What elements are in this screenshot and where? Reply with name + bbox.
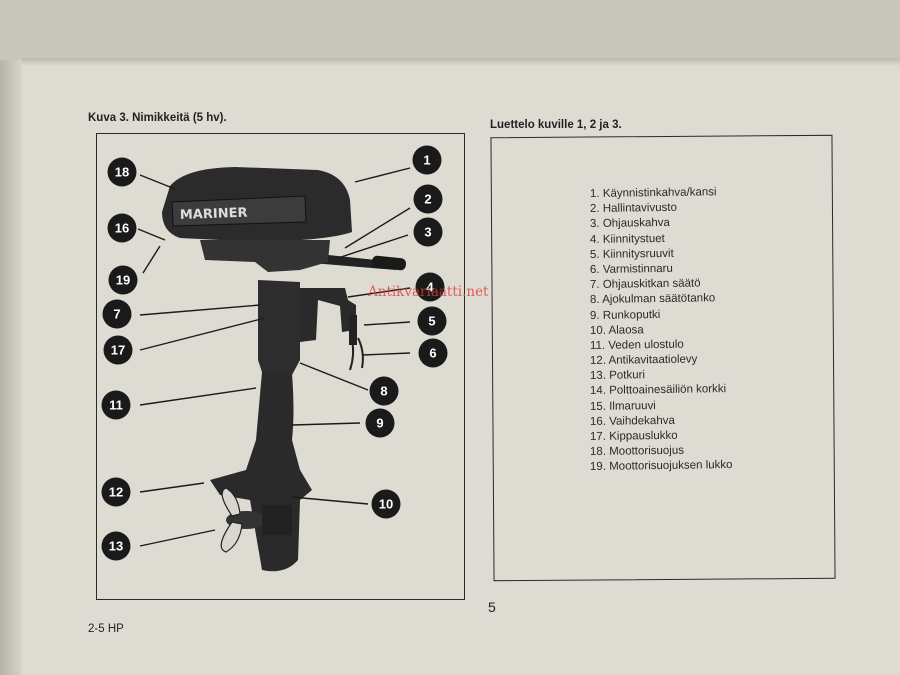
callout-circle xyxy=(101,390,131,420)
callout-circle xyxy=(413,217,443,247)
page-top-shadow xyxy=(22,58,900,66)
callout-number: 19 xyxy=(116,273,130,288)
parts-list-item: 8. Ajokulman säätötanko xyxy=(589,292,716,307)
safety-cord xyxy=(349,337,364,371)
parts-list-item: 4. Kiinnitystuet xyxy=(589,232,665,246)
callout-circle xyxy=(413,184,443,214)
callout-circle xyxy=(365,408,395,438)
callout-number: 16 xyxy=(115,221,129,236)
propeller-blade-lower xyxy=(220,521,243,553)
cowling-badge xyxy=(171,195,307,227)
callout-number: 8 xyxy=(380,384,387,399)
callout-number: 6 xyxy=(429,346,436,361)
gearcase-skeg xyxy=(262,505,292,535)
callout-circle xyxy=(107,157,137,187)
figure-frame xyxy=(96,133,465,600)
watermark: Antikvariaatti.net xyxy=(368,284,489,300)
callout-circle xyxy=(102,299,132,329)
clamp-screw xyxy=(349,315,357,345)
callout-circle xyxy=(415,272,445,302)
list-caption: Luettelo kuville 1, 2 ja 3. xyxy=(490,119,622,131)
brand-label: MARINER xyxy=(180,206,248,223)
clamp-bracket xyxy=(300,288,356,342)
callout-circle xyxy=(417,306,447,336)
callout-number: 7 xyxy=(113,307,120,322)
callout-number: 2 xyxy=(424,192,431,207)
callout-number: 12 xyxy=(109,485,123,500)
parts-list-item: 19. Moottorisuojuksen lukko xyxy=(589,459,733,474)
tiller-grip xyxy=(371,255,407,271)
callout-circle xyxy=(108,265,138,295)
callout-number: 17 xyxy=(111,343,125,358)
parts-list-item: 15. Ilmaruuvi xyxy=(589,399,656,413)
callout-circle xyxy=(371,489,401,519)
callout-circle xyxy=(369,376,399,406)
callout-circle xyxy=(412,145,442,175)
callout-number: 18 xyxy=(115,165,129,180)
callout-number: 1 xyxy=(423,153,430,168)
callout-number: 4 xyxy=(426,280,434,295)
book-spine-edge xyxy=(0,60,22,675)
leader-lines xyxy=(137,167,411,547)
callout-number: 9 xyxy=(376,416,383,431)
footer-hp-label: 2-5 HP xyxy=(88,623,124,635)
callout-number: 5 xyxy=(428,314,435,329)
figure-caption: Kuva 3. Nimikkeitä (5 hv). xyxy=(88,112,227,124)
parts-list-item: 14. Polttoainesäiliön korkki xyxy=(589,383,727,398)
parts-list-item: 9. Runkoputki xyxy=(589,308,661,322)
callout-circle xyxy=(101,531,131,561)
callout-circle xyxy=(103,335,133,365)
page-number: 5 xyxy=(488,599,496,615)
upper-housing xyxy=(200,240,330,272)
callout-number: 13 xyxy=(109,539,123,554)
parts-list-item: 10. Alaosa xyxy=(589,323,644,337)
callout-circle xyxy=(101,477,131,507)
parts-list-item: 3. Ohjauskahva xyxy=(589,217,670,231)
callout-circle xyxy=(418,338,448,368)
callout-number: 10 xyxy=(379,497,393,512)
callout-number: 3 xyxy=(424,225,431,240)
propeller-blade-upper xyxy=(221,487,241,517)
callout-number: 11 xyxy=(109,398,123,413)
callout-circle xyxy=(107,213,137,243)
manual-page xyxy=(22,58,900,675)
